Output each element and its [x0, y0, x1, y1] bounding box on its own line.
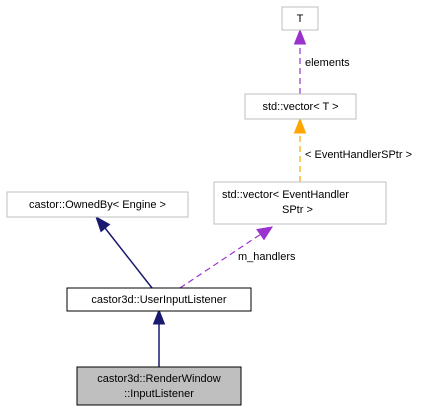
node-t[interactable]: T	[281, 6, 319, 31]
node-label-std-vector-event-handler-line1: std::vector< EventHandler	[222, 189, 349, 201]
node-owned-by-engine[interactable]: castor::OwnedBy< Engine >	[6, 191, 189, 218]
node-render-window-input-listener[interactable]: castor3d::RenderWindow ::InputListener	[76, 366, 242, 406]
node-label-render-window-line2: ::InputListener	[124, 388, 194, 400]
node-label-user-input-listener: castor3d::UserInputListener	[91, 294, 226, 306]
node-label-std-vector-t: std::vector< T >	[262, 101, 338, 113]
edge-elements: elements	[293, 28, 350, 94]
edge-inherit-owned-by	[95, 215, 153, 289]
edge-m-handlers: m_handlers	[179, 226, 296, 289]
edge-label-elements: elements	[305, 57, 350, 69]
node-user-input-listener[interactable]: castor3d::UserInputListener	[66, 287, 252, 312]
edge-label-m-handlers: m_handlers	[238, 251, 296, 263]
node-label-owned-by-engine: castor::OwnedBy< Engine >	[29, 199, 166, 211]
node-label-t: T	[297, 13, 304, 25]
node-label-std-vector-event-handler-line2: SPtr >	[282, 204, 313, 216]
node-std-vector-event-handler[interactable]: std::vector< EventHandler SPtr >	[213, 181, 387, 225]
node-std-vector-t[interactable]: std::vector< T >	[244, 93, 357, 120]
node-label-render-window-line1: castor3d::RenderWindow	[97, 373, 221, 385]
edge-inherit-user-input-listener	[152, 308, 166, 367]
edge-template-instance: < EventHandlerSPtr >	[293, 117, 412, 182]
edge-label-template-arg: < EventHandlerSPtr >	[305, 149, 412, 161]
